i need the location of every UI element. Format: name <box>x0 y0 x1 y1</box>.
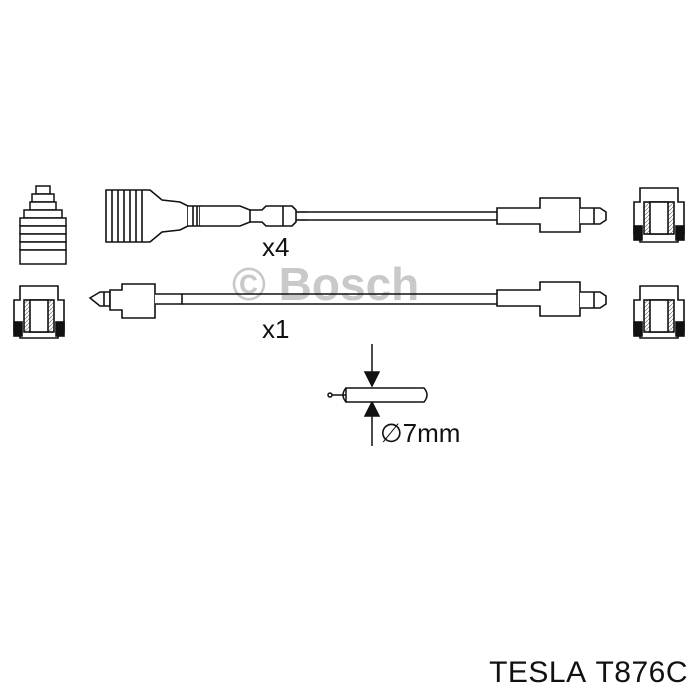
upper-cable <box>105 189 607 243</box>
brand-name: TESLA <box>489 656 587 689</box>
quantity-label-upper: x4 <box>262 232 289 262</box>
left-distributor-cap-icon <box>13 285 65 339</box>
part-number: T876C <box>595 656 688 689</box>
right-distributor-cap-upper-icon <box>633 187 685 243</box>
lower-cable <box>88 281 607 319</box>
watermark-text: © Bosch <box>232 258 419 310</box>
quantity-label-lower: x1 <box>262 314 289 344</box>
spark-plug-connector-icon <box>19 185 67 265</box>
cable-diameter-detail <box>327 344 428 446</box>
diameter-label: ∅7mm <box>380 418 460 448</box>
product-caption: TESLA T876C <box>489 656 688 690</box>
right-distributor-cap-lower-icon <box>633 285 685 339</box>
